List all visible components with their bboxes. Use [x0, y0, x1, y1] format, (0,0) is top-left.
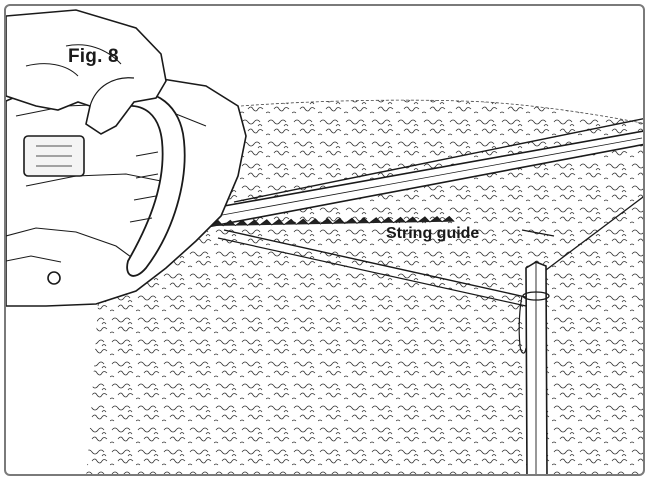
callout-leader-line	[521, 229, 555, 237]
guide-string	[217, 118, 643, 307]
string-guide-callout: String guide	[386, 225, 480, 242]
hedge-trimmer-icon	[6, 75, 247, 307]
gloved-hand-icon	[6, 9, 167, 135]
stake-icon	[518, 261, 550, 474]
figure-label: Fig. 8	[68, 46, 119, 67]
figure-illustration	[6, 9, 643, 474]
figure-frame: Fig. 8 String guide	[4, 4, 645, 476]
